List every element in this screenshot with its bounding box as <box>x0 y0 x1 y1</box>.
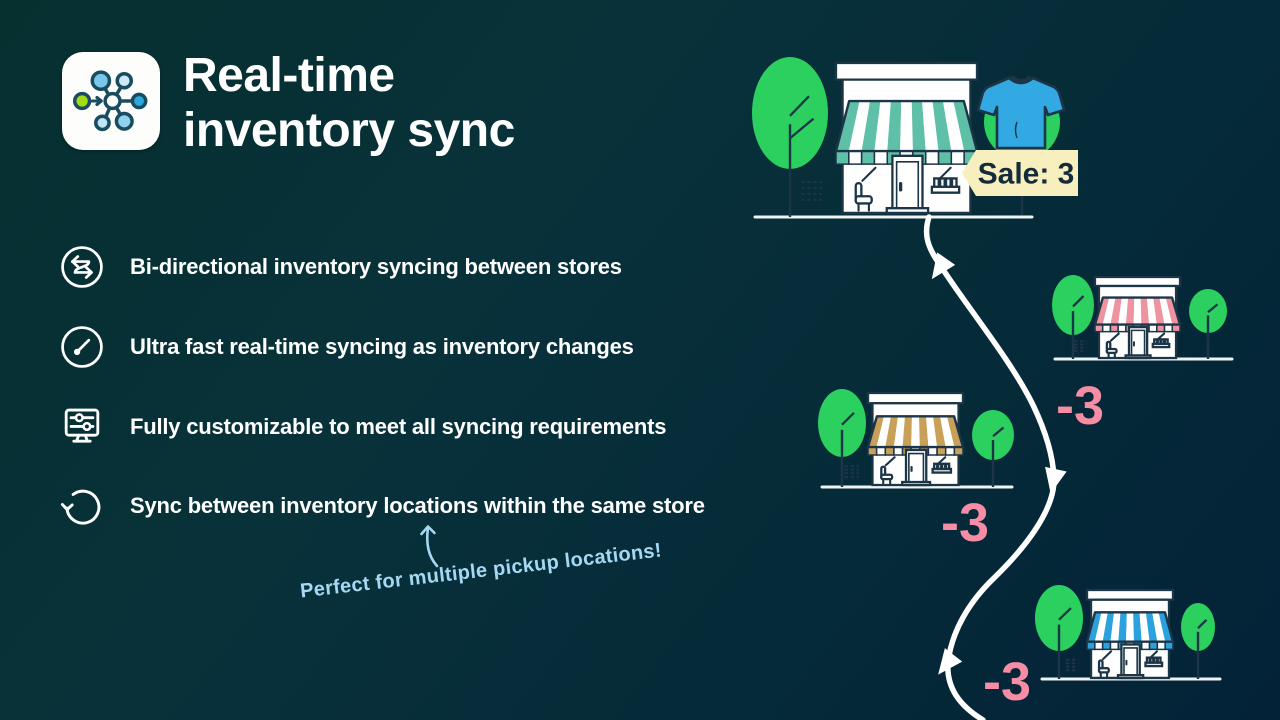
pallet <box>1074 341 1086 351</box>
tree <box>1052 275 1094 359</box>
sync-flow-illustration: Sale: 3 -3 -3 -3 <box>752 57 1280 720</box>
main-store <box>801 63 977 213</box>
delta-label: -3 <box>1056 376 1104 436</box>
annotation-text: Perfect for multiple pickup locations! <box>299 539 663 603</box>
delta-label: -3 <box>983 652 1031 712</box>
pickup-store-1 <box>1074 277 1180 358</box>
feature-row-fast: Ultra fast real-time syncing as inventor… <box>58 323 634 371</box>
shelf <box>1153 339 1169 347</box>
chair <box>1107 342 1117 357</box>
sync-path-arrowhead <box>938 648 963 675</box>
tree <box>1189 289 1227 359</box>
pickup-store-2 <box>845 393 963 485</box>
chair <box>856 183 872 210</box>
sync-loop-icon <box>58 483 106 529</box>
feature-row-bidirectional: Bi-directional inventory syncing between… <box>58 243 622 291</box>
annotation-up-arrow-icon <box>420 525 439 568</box>
chair <box>1099 660 1109 676</box>
pickup-store-3 <box>1066 590 1173 678</box>
page-title-line1: Real-time <box>183 49 395 102</box>
tree <box>1181 603 1215 679</box>
sync-path-arrowhead <box>931 252 956 280</box>
tree <box>972 410 1014 487</box>
app-logo <box>62 52 160 150</box>
pallet <box>845 466 859 477</box>
page-title-line2: inventory sync <box>183 104 515 157</box>
page-title: Real-time inventory sync <box>183 48 515 158</box>
shelf <box>933 464 951 473</box>
feature-row-locations: Sync between inventory locations within … <box>58 482 705 530</box>
feature-row-customizable: Fully customizable to meet all syncing r… <box>58 403 666 451</box>
pallet <box>801 182 822 200</box>
sale-badge: Sale: 3 <box>962 150 1078 196</box>
speedometer-icon <box>58 324 106 370</box>
tree <box>818 389 866 487</box>
tshirt-icon <box>978 75 1064 216</box>
inventory-sync-network-icon <box>72 70 148 132</box>
shelf <box>932 178 959 192</box>
sale-badge-label: Sale: 3 <box>978 158 1075 191</box>
shelf <box>1145 658 1162 666</box>
feature-label: Sync between inventory locations within … <box>130 493 705 518</box>
feature-label: Bi-directional inventory syncing between… <box>130 254 622 279</box>
feature-label: Fully customizable to meet all syncing r… <box>130 414 667 439</box>
tree <box>1035 585 1083 679</box>
settings-monitor-icon <box>58 403 106 451</box>
feature-label: Ultra fast real-time syncing as inventor… <box>130 334 634 359</box>
delta-label: -3 <box>941 493 989 553</box>
sync-path-arrowhead <box>1045 466 1067 494</box>
chair <box>881 467 892 484</box>
tree <box>752 57 828 217</box>
swap-arrows-icon <box>58 244 106 290</box>
pallet <box>1066 660 1079 670</box>
